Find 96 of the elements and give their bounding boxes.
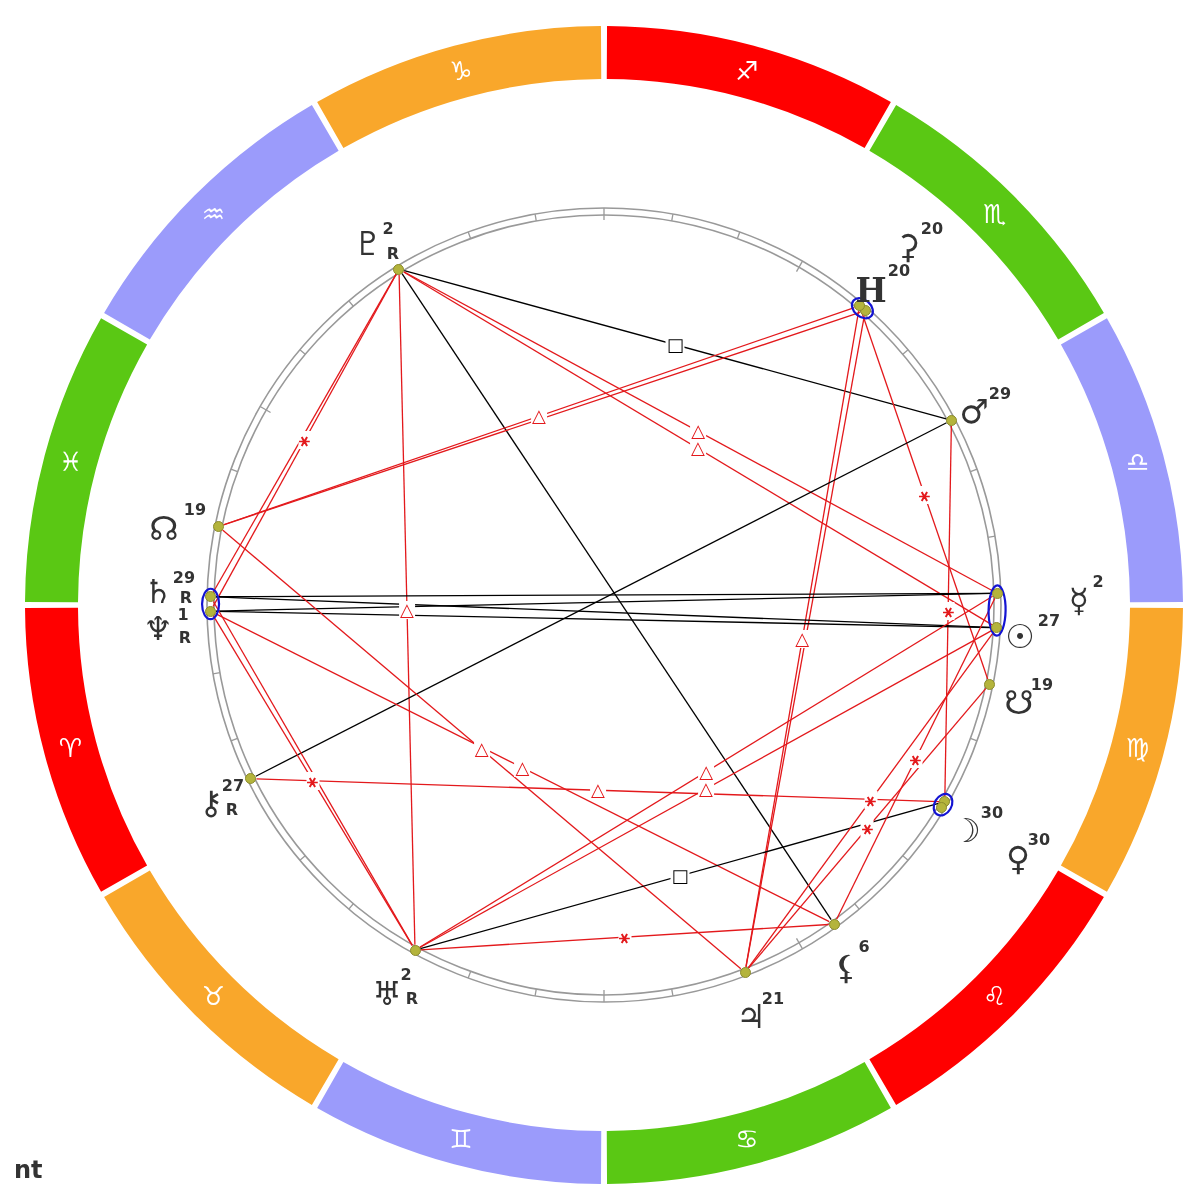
planet-symbol: ⚳ [895, 229, 921, 263]
degree-number: 20 [920, 221, 944, 237]
degree-number: 27 [221, 778, 245, 794]
aspect-line [255, 778, 940, 803]
aspect-symbol: △ [690, 422, 707, 441]
zodiac-segment [317, 26, 602, 149]
retrograde-mark: R [405, 991, 419, 1007]
position-dot-icon [983, 678, 995, 690]
zodiac-sign: ♏ [983, 201, 1007, 228]
planet-symbol: ☽ [951, 813, 981, 847]
retrograde-mark: R [386, 246, 400, 262]
degree-number: 1 [177, 607, 189, 623]
position-dot-icon [854, 300, 866, 312]
degree-number: 21 [761, 991, 785, 1007]
zodiac-segment [104, 870, 339, 1105]
degree-number: 19 [1030, 677, 1054, 693]
planet-symbol: ♇ [353, 226, 383, 260]
zodiac-segment [25, 318, 148, 603]
zodiac-segment [25, 607, 148, 892]
aspect-line [215, 592, 993, 612]
degree-number: 6 [858, 939, 870, 955]
degree-number: 19 [183, 502, 207, 518]
planet-symbol: ⚸ [833, 950, 859, 984]
position-dot-icon [945, 414, 957, 426]
degree-number: 20 [887, 263, 911, 279]
aspect-symbol: △ [794, 630, 811, 649]
planet-symbol: ♆ [143, 611, 173, 645]
zodiac-sign: ♐ [735, 58, 759, 85]
footer-text: nt [14, 1158, 43, 1182]
zodiac-sign: ♓ [58, 449, 82, 475]
aspect-symbol: ⚹ [306, 771, 320, 790]
zodiac-sign: ♋ [735, 1125, 759, 1152]
aspect-line [398, 274, 416, 946]
position-dot-icon [739, 966, 751, 978]
degree-number: 2 [1092, 574, 1104, 590]
zodiac-sign: ♌ [983, 982, 1007, 1009]
position-dot-icon [991, 622, 1003, 634]
zodiac-segment [104, 105, 339, 340]
aspect-line [215, 610, 992, 629]
zodiac-segment [606, 26, 891, 149]
zodiac-sign: ♉ [201, 982, 225, 1009]
aspect-symbol: △ [690, 439, 706, 458]
planet-symbol: ♂ [959, 394, 989, 428]
position-dot-icon [205, 605, 217, 617]
aspect-symbol: ⚹ [298, 431, 312, 450]
degree-number: 2 [400, 967, 412, 983]
aspect-line [401, 273, 832, 921]
position-dot-icon [393, 263, 405, 275]
aspect-symbol: ⚹ [909, 749, 923, 768]
aspect-symbol: △ [589, 781, 606, 800]
aspect-line [944, 425, 952, 797]
aspect-line [747, 687, 987, 969]
zodiac-sign: ♎ [1126, 449, 1150, 475]
position-dot-icon [212, 521, 224, 533]
zodiac-sign: ♊ [449, 1125, 473, 1152]
position-dot-icon [991, 587, 1003, 599]
planet-symbol: ⚷ [198, 785, 224, 819]
aspect-symbol: ⚹ [941, 602, 955, 620]
aspect-line [835, 597, 996, 920]
aspect-line [255, 422, 948, 777]
degree-number: 30 [1027, 832, 1051, 848]
zodiac-sign: ♍ [1126, 735, 1150, 761]
planet-symbol: ☿ [1068, 583, 1090, 617]
planet-symbol: ♅ [372, 976, 402, 1010]
position-dot-icon [935, 802, 947, 814]
aspect-symbol: △ [531, 407, 547, 426]
position-dot-icon [245, 773, 257, 785]
zodiac-segment [606, 1061, 891, 1184]
planet-symbol: ☉ [1005, 619, 1035, 653]
degree-number: 29 [988, 386, 1012, 402]
zodiac-sign: ♑ [449, 58, 473, 85]
aspect-line [747, 631, 995, 969]
aspect-line [403, 269, 947, 420]
degree-number: 30 [980, 805, 1004, 821]
planet-symbol: ♄ [143, 574, 173, 608]
zodiac-segment [317, 1061, 602, 1184]
aspect-symbol: ⚹ [918, 485, 931, 504]
degree-number: 2 [382, 221, 394, 237]
retrograde-mark: R [179, 590, 193, 606]
position-dot-icon [409, 944, 421, 956]
planet-symbol: H [855, 273, 887, 307]
aspect-symbol: △ [399, 600, 415, 619]
zodiac-sign: ♈ [58, 735, 82, 761]
planet-symbol: ☊ [149, 511, 179, 545]
aspect-symbol: ⚹ [864, 791, 878, 809]
degree-number: 29 [172, 570, 196, 586]
aspect-symbol: △ [473, 740, 490, 759]
position-dot-icon [205, 591, 217, 603]
aspect-symbol: ⚹ [860, 819, 874, 838]
degree-number: 27 [1037, 613, 1061, 629]
retrograde-mark: R [225, 802, 239, 818]
retrograde-mark: R [178, 630, 192, 646]
position-dot-icon [828, 918, 840, 930]
aspect-line [221, 529, 742, 970]
zodiac-sign: ♒ [201, 201, 225, 228]
aspect-line [419, 923, 830, 951]
